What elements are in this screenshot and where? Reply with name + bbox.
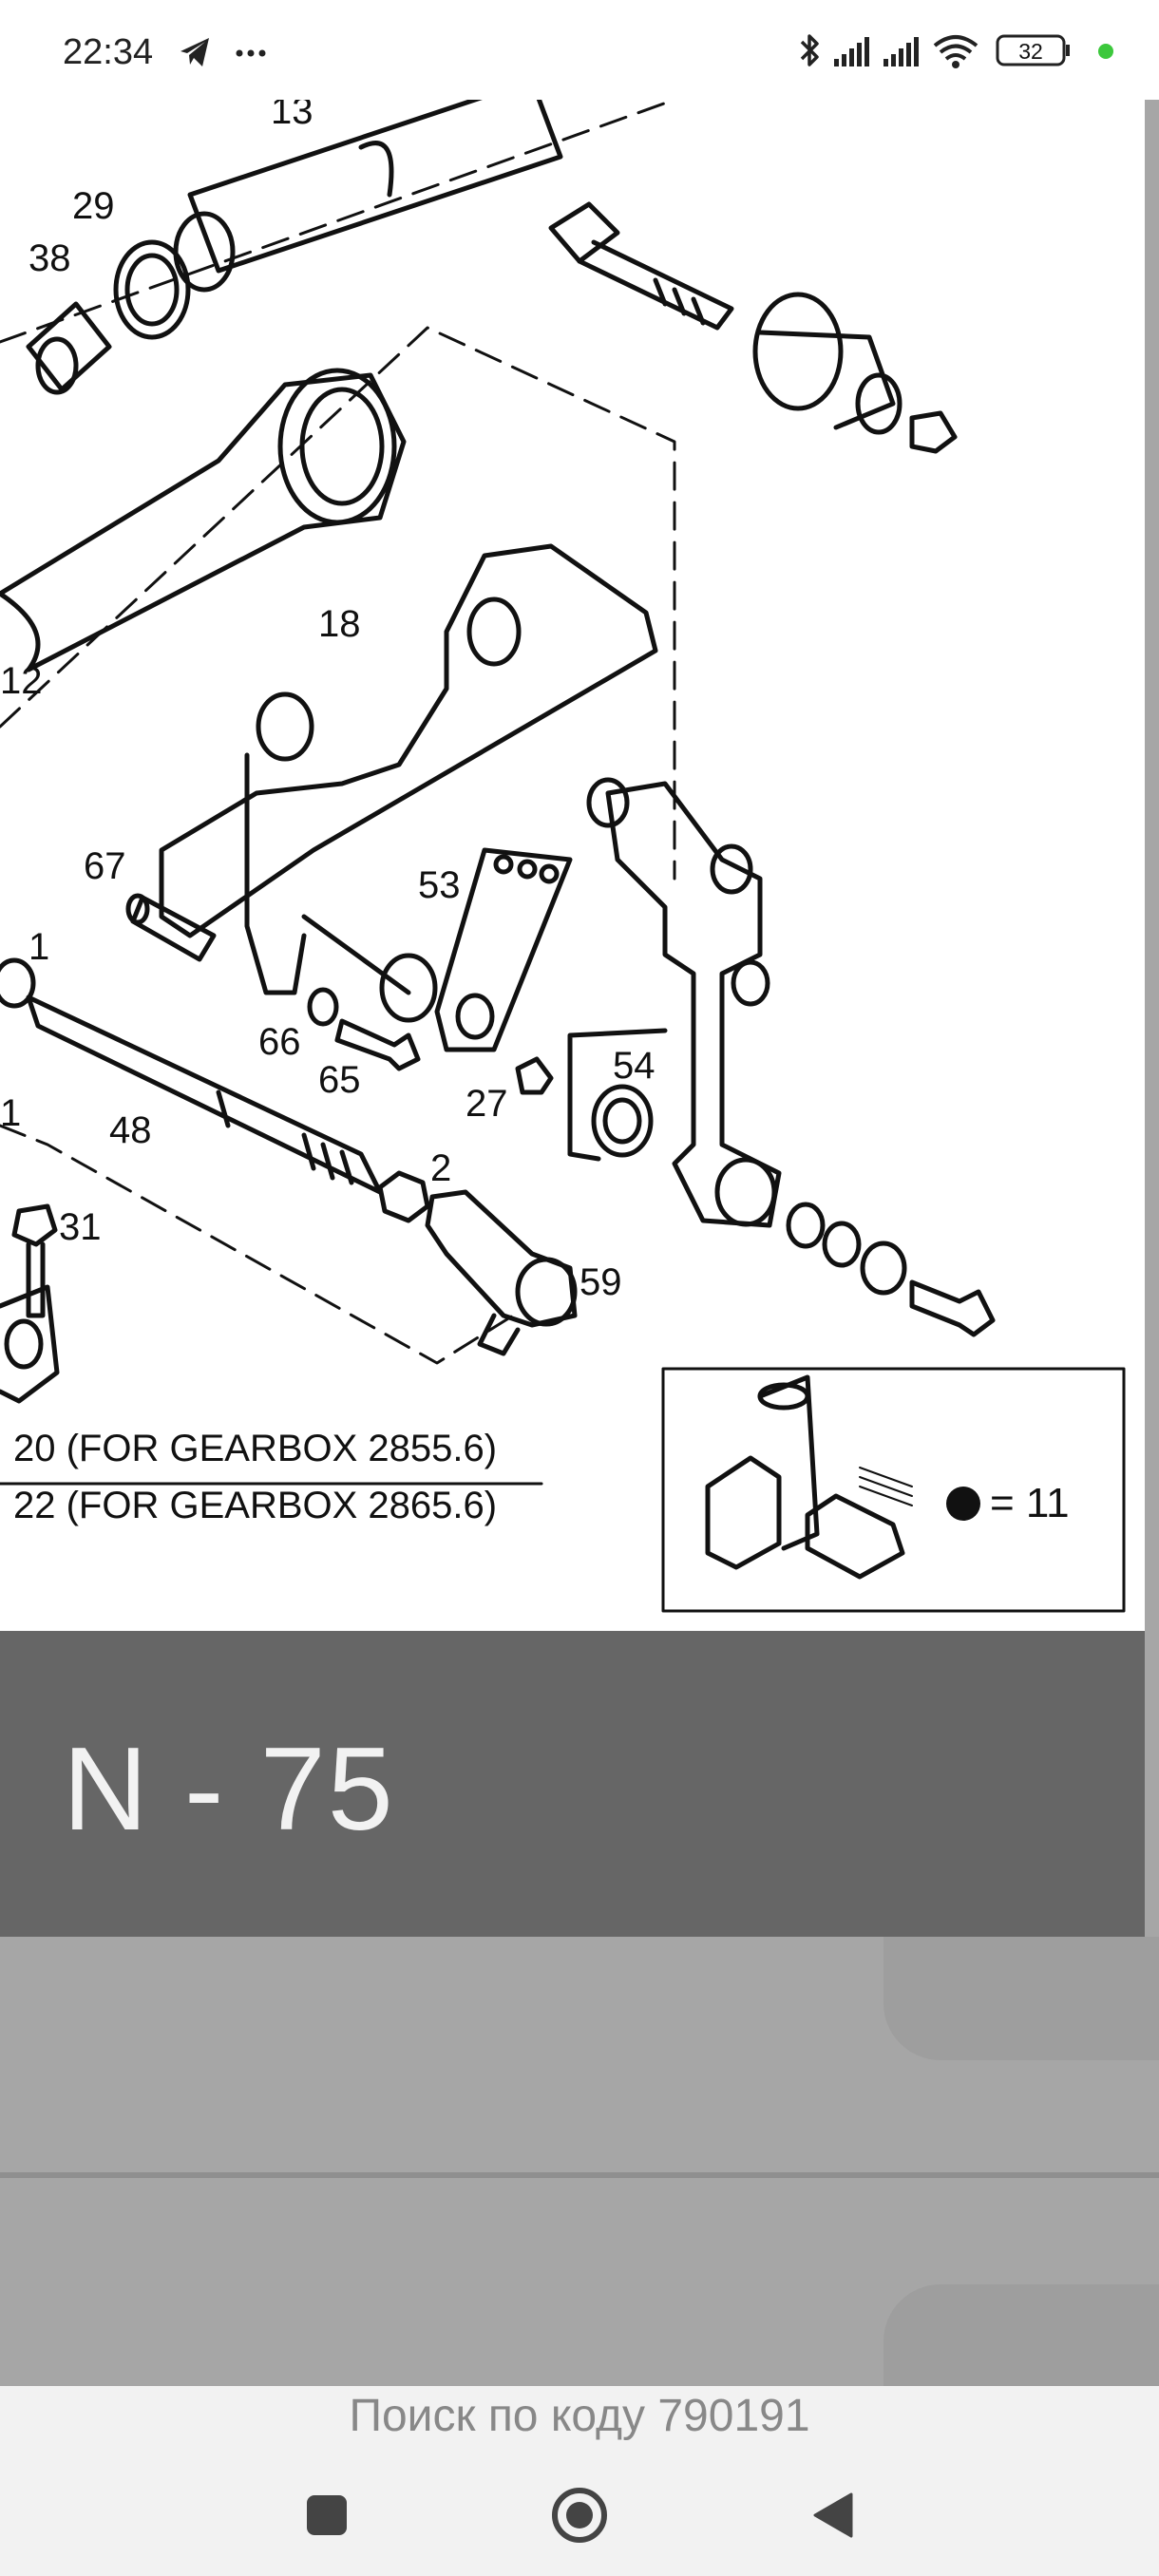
callout-1-left: 1	[0, 1092, 21, 1134]
signal-icon-2	[884, 37, 919, 66]
callout-65: 65	[318, 1059, 361, 1101]
privacy-dot-icon	[1098, 44, 1113, 59]
divider	[0, 2172, 1159, 2178]
status-bar: 22:34	[0, 0, 1159, 100]
parts-diagram: 13 29 38 12 18 67 53 1 66 65 54 27 1 48 …	[0, 100, 1126, 1613]
bottom-bar	[0, 2386, 1159, 2576]
callout-38: 38	[28, 237, 71, 279]
part-code-overlay	[0, 1631, 1145, 1937]
status-time: 22:34	[63, 32, 154, 72]
recents-icon	[307, 2495, 347, 2535]
search-by-code-text[interactable]: Поиск по коду 790191	[349, 2391, 810, 2441]
home-icon	[552, 2488, 607, 2543]
wifi-icon	[933, 35, 978, 68]
signal-icon	[834, 37, 869, 66]
status-right-icons: 32	[794, 28, 1136, 76]
callout-27: 27	[466, 1083, 508, 1125]
callout-53: 53	[418, 864, 461, 906]
callout-12: 12	[0, 660, 43, 702]
home-button[interactable]	[542, 2477, 618, 2553]
callout-67: 67	[84, 845, 126, 887]
recents-button[interactable]	[289, 2477, 365, 2553]
callout-18: 18	[318, 603, 361, 645]
part-code: N - 75	[63, 1724, 395, 1855]
callout-48: 48	[109, 1109, 152, 1151]
background-card-2	[884, 2284, 1159, 2389]
callout-13: 13	[271, 100, 314, 132]
legend-line-1: 20 (FOR GEARBOX 2855.6)	[13, 1428, 497, 1469]
background-card	[884, 1937, 1159, 2060]
callout-29: 29	[72, 185, 115, 227]
back-icon	[813, 2492, 853, 2538]
status-left-icons	[180, 38, 266, 66]
battery-level: 32	[1018, 39, 1043, 64]
more-icon	[236, 49, 266, 57]
back-button[interactable]	[794, 2477, 870, 2553]
callout-31: 31	[59, 1206, 102, 1248]
battery-icon	[996, 34, 1070, 66]
callout-66: 66	[258, 1021, 301, 1063]
inset-legend: = 11	[990, 1480, 1070, 1526]
telegram-icon	[180, 38, 209, 66]
callout-2: 2	[430, 1147, 451, 1189]
legend-line-2: 22 (FOR GEARBOX 2865.6)	[13, 1485, 497, 1526]
callout-54: 54	[613, 1045, 656, 1087]
callout-1-top: 1	[28, 926, 49, 968]
bluetooth-icon	[800, 34, 819, 66]
callout-59: 59	[580, 1261, 622, 1303]
diagram-viewer[interactable]: 13 29 38 12 18 67 53 1 66 65 54 27 1 48 …	[0, 100, 1145, 1631]
